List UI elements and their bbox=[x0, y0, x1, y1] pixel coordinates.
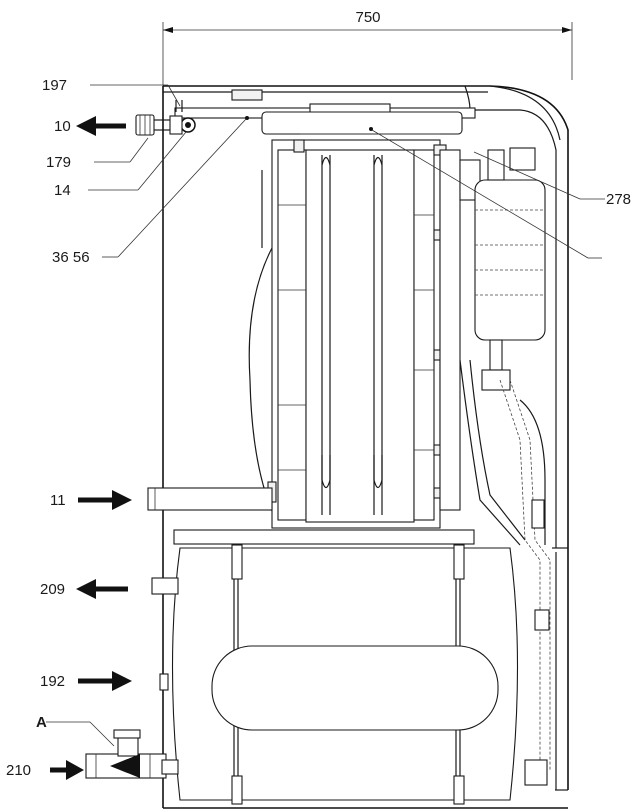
boiler-casing bbox=[162, 85, 569, 809]
valve-210 bbox=[85, 729, 179, 779]
top-manifold bbox=[135, 89, 476, 136]
label-10: 10 bbox=[54, 118, 71, 135]
arrow-210-in bbox=[50, 760, 84, 780]
dimension-label: 750 bbox=[355, 9, 380, 26]
label-11: 11 bbox=[50, 492, 66, 509]
label-278: 278 bbox=[606, 191, 631, 208]
arrow-10-out bbox=[76, 116, 126, 136]
label-36-56: 36 56 bbox=[52, 249, 90, 266]
support-plate bbox=[173, 529, 475, 545]
width-dimension: 750 bbox=[162, 9, 573, 88]
label-210: 210 bbox=[6, 762, 31, 779]
heat-exchanger bbox=[248, 139, 447, 529]
label-209: 209 bbox=[40, 581, 65, 598]
label-192: 192 bbox=[40, 673, 65, 690]
right-components bbox=[439, 147, 551, 786]
label-14: 14 bbox=[54, 182, 71, 199]
storage-tank bbox=[151, 544, 519, 805]
label-197: 197 bbox=[42, 77, 67, 94]
pipe-11 bbox=[147, 487, 273, 511]
label-179: 179 bbox=[46, 154, 71, 171]
arrow-209-out bbox=[76, 579, 128, 599]
callout-labels: 197 10 179 14 36 56 278 11 209 192 A 210 bbox=[6, 77, 631, 779]
arrow-11-in bbox=[78, 490, 132, 510]
label-A: A bbox=[36, 714, 47, 731]
leader-lines bbox=[46, 84, 605, 747]
arrow-192-in bbox=[78, 671, 132, 691]
